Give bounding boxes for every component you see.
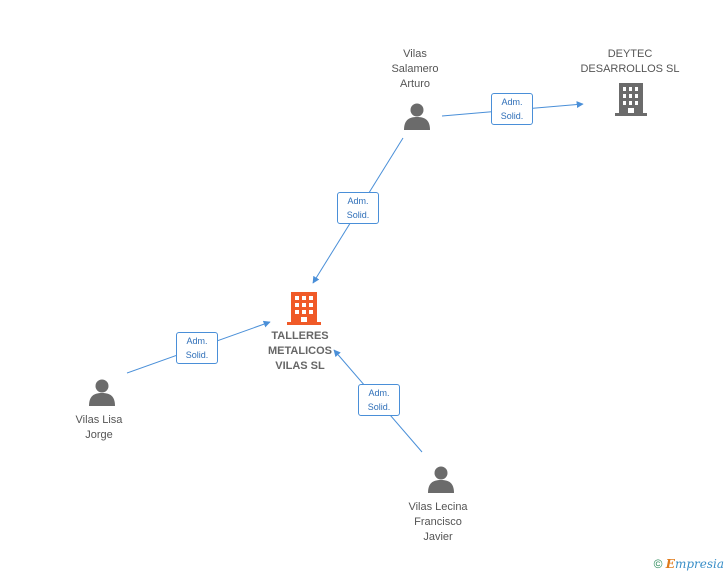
edge-label-lecina-talleres[interactable]: Adm. Solid. (358, 384, 400, 416)
node-label-talleres: TALLERES METALICOS VILAS SL (268, 330, 332, 372)
node-label-lecina: Vilas Lecina Francisco Javier (408, 501, 468, 543)
node-lecina[interactable] (427, 465, 455, 493)
node-lisa[interactable] (88, 378, 116, 406)
edge-label-lisa-talleres[interactable]: Adm. Solid. (176, 332, 218, 364)
building-icon (615, 83, 647, 116)
edge-label-salamero-deytec[interactable]: Adm. Solid. (491, 93, 533, 125)
node-label-deytec: DEYTEC DESARROLLOS SL (580, 48, 680, 75)
person-icon (404, 103, 430, 130)
brand-logo: Empresia (665, 557, 724, 571)
node-talleres[interactable] (287, 290, 321, 326)
node-label-lisa: Vilas Lisa Jorge (75, 414, 123, 441)
node-label-salamero: Vilas Salamero Arturo (391, 48, 439, 90)
watermark: © Empresia (654, 557, 724, 571)
person-icon (89, 379, 115, 406)
node-salamero[interactable] (403, 102, 431, 130)
building-icon (287, 292, 321, 325)
node-deytec[interactable] (615, 82, 647, 116)
person-icon (428, 466, 454, 493)
edge-label-salamero-talleres[interactable]: Adm. Solid. (337, 192, 379, 224)
copyright-symbol: © (653, 557, 663, 571)
